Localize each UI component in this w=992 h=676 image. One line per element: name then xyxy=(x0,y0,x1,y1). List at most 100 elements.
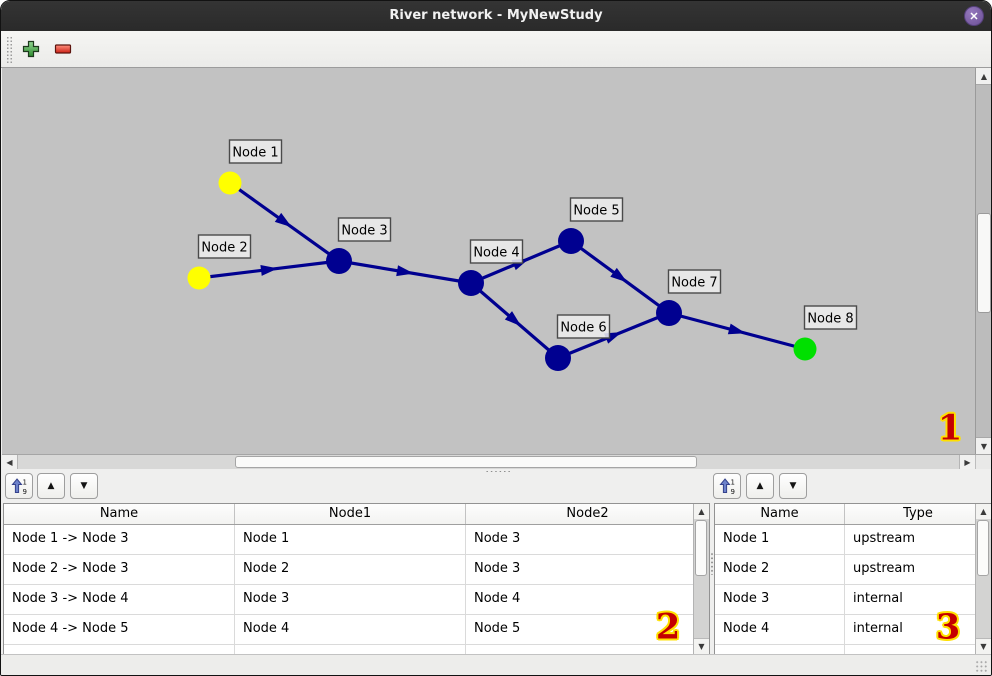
table-row[interactable]: Node 2 upstream xyxy=(715,555,975,585)
table-cell[interactable]: Node 1 xyxy=(715,525,845,554)
table-cell[interactable]: Node 3 xyxy=(474,531,521,546)
scroll-up-button[interactable]: ▲ xyxy=(976,504,991,519)
title-bar: River network - MyNewStudy xyxy=(1,1,991,31)
scroll-right-button[interactable]: ▶ xyxy=(959,455,975,469)
node-label[interactable]: Node 8 xyxy=(803,305,858,330)
nodes-table-scrollbar[interactable]: ▲ ▼ xyxy=(975,504,991,654)
graph-node-node-5[interactable] xyxy=(558,228,584,254)
scroll-down-button[interactable]: ▼ xyxy=(976,437,991,454)
vertical-splitter[interactable] xyxy=(710,552,714,575)
table-cell[interactable]: internal xyxy=(853,591,903,606)
graph-node-node-4[interactable] xyxy=(458,270,484,296)
table-cell[interactable]: Node 1 -> Node 3 xyxy=(4,525,235,554)
nodes-move-down-button[interactable]: ▼ xyxy=(779,473,807,499)
vertical-scrollbar-thumb[interactable] xyxy=(977,213,991,313)
up-arrow-icon: ▲ xyxy=(47,481,55,491)
node-label[interactable]: Node 1 xyxy=(228,139,283,164)
node-label[interactable]: Node 3 xyxy=(337,217,392,242)
table-cell[interactable]: Node 2 xyxy=(715,555,845,584)
table-cell[interactable]: Node 4 xyxy=(474,591,521,606)
table-cell[interactable]: upstream xyxy=(853,561,916,576)
table-cell[interactable]: Node 1 xyxy=(235,525,466,554)
scroll-down-icon: ▼ xyxy=(698,642,705,651)
canvas-horizontal-scrollbar[interactable]: ◀ ▶ xyxy=(2,454,991,469)
graph-node-node-6[interactable] xyxy=(545,345,571,371)
status-bar xyxy=(1,654,991,675)
links-table-scrollbar[interactable]: ▲ ▼ xyxy=(693,504,709,654)
nodes-table-header: Name Type xyxy=(715,504,991,525)
table-cell[interactable]: Node 2 -> Node 3 xyxy=(4,555,235,584)
scroll-down-button[interactable]: ▼ xyxy=(694,638,709,654)
graph-node-node-8[interactable] xyxy=(793,337,817,361)
node-label-text: Node 5 xyxy=(573,204,619,219)
scroll-up-button[interactable]: ▲ xyxy=(976,68,991,85)
column-header-name[interactable]: Name xyxy=(4,504,235,524)
node-label[interactable]: Node 2 xyxy=(197,234,252,259)
column-header-node1[interactable]: Node1 xyxy=(235,504,466,524)
links-move-up-button[interactable]: ▲ xyxy=(37,473,65,499)
table-cell[interactable]: Node 3 xyxy=(474,561,521,576)
node-label[interactable]: Node 4 xyxy=(469,239,524,264)
table-row[interactable]: Node 1 upstream xyxy=(715,525,975,555)
close-button[interactable] xyxy=(964,6,984,26)
node-label[interactable]: Node 5 xyxy=(569,197,624,222)
scroll-left-button[interactable]: ◀ xyxy=(2,455,18,469)
scroll-up-icon: ▲ xyxy=(980,71,988,81)
table-cell[interactable]: Node 4 xyxy=(715,615,845,644)
table-cell[interactable]: internal xyxy=(853,621,903,636)
table-row[interactable]: Node 3 internal xyxy=(715,585,975,615)
scrollbar-thumb[interactable] xyxy=(977,520,989,576)
graph-node-node-2[interactable] xyxy=(187,266,211,290)
toolbar-grip-handle[interactable] xyxy=(6,36,13,63)
column-header-node2[interactable]: Node2 xyxy=(566,506,609,521)
resize-grip-icon[interactable] xyxy=(975,660,988,673)
canvas-vertical-scrollbar[interactable]: ▲ ▼ xyxy=(975,68,991,454)
node-label-text: Node 7 xyxy=(671,276,717,291)
callout-number-1: 1 xyxy=(937,407,963,449)
scroll-up-button[interactable]: ▲ xyxy=(694,504,709,519)
table-cell[interactable]: Node 3 xyxy=(715,585,845,614)
column-header-name[interactable]: Name xyxy=(715,504,845,524)
node-label-box xyxy=(667,269,722,294)
graph-node-node-1[interactable] xyxy=(218,171,242,195)
graph-node-node-7[interactable] xyxy=(656,300,682,326)
horizontal-scrollbar-thumb[interactable] xyxy=(235,455,697,468)
nodes-move-up-button[interactable]: ▲ xyxy=(746,473,774,499)
table-cell[interactable]: Node 2 xyxy=(235,555,466,584)
links-sort-button[interactable]: 1 9 xyxy=(5,473,33,499)
scrollbar-corner xyxy=(975,455,991,469)
table-cell[interactable]: Node 3 -> Node 4 xyxy=(4,585,235,614)
river-network-graph: Node 1 Node 2 Node 3 Node 4 Node 5 Node 6 Node… xyxy=(187,139,858,371)
table-cell[interactable]: Node 5 xyxy=(474,621,521,636)
node-label[interactable]: Node 6 xyxy=(556,314,611,339)
table-row[interactable]: Node 4 internal xyxy=(715,615,975,645)
column-header-type[interactable]: Type xyxy=(903,506,933,521)
graph-node-node-3[interactable] xyxy=(326,248,352,274)
remove-link-button[interactable] xyxy=(49,34,77,64)
edge-arrowhead-icon xyxy=(396,265,414,277)
scrollbar-thumb[interactable] xyxy=(695,520,707,576)
nodes-sort-button[interactable]: 1 9 xyxy=(713,473,741,499)
node-label[interactable]: Node 7 xyxy=(667,269,722,294)
links-move-down-button[interactable]: ▼ xyxy=(70,473,98,499)
add-link-button[interactable] xyxy=(17,34,45,64)
edge-arrowhead-icon xyxy=(274,212,292,228)
river-network-canvas[interactable]: Node 1 Node 2 Node 3 Node 4 Node 5 Node 6 Node… xyxy=(2,68,991,454)
table-cell[interactable]: Node 4 -> Node 5 xyxy=(4,615,235,644)
sort-ascending-icon: 1 9 xyxy=(11,478,27,496)
scroll-down-icon: ▼ xyxy=(980,441,988,451)
table-cell[interactable]: Node 4 xyxy=(235,615,466,644)
scroll-down-button[interactable]: ▼ xyxy=(976,638,991,654)
horizontal-splitter[interactable] xyxy=(2,469,991,474)
table-cell[interactable]: upstream xyxy=(853,531,916,546)
table-cell[interactable]: Node 3 xyxy=(235,585,466,614)
svg-text:9: 9 xyxy=(731,488,735,496)
